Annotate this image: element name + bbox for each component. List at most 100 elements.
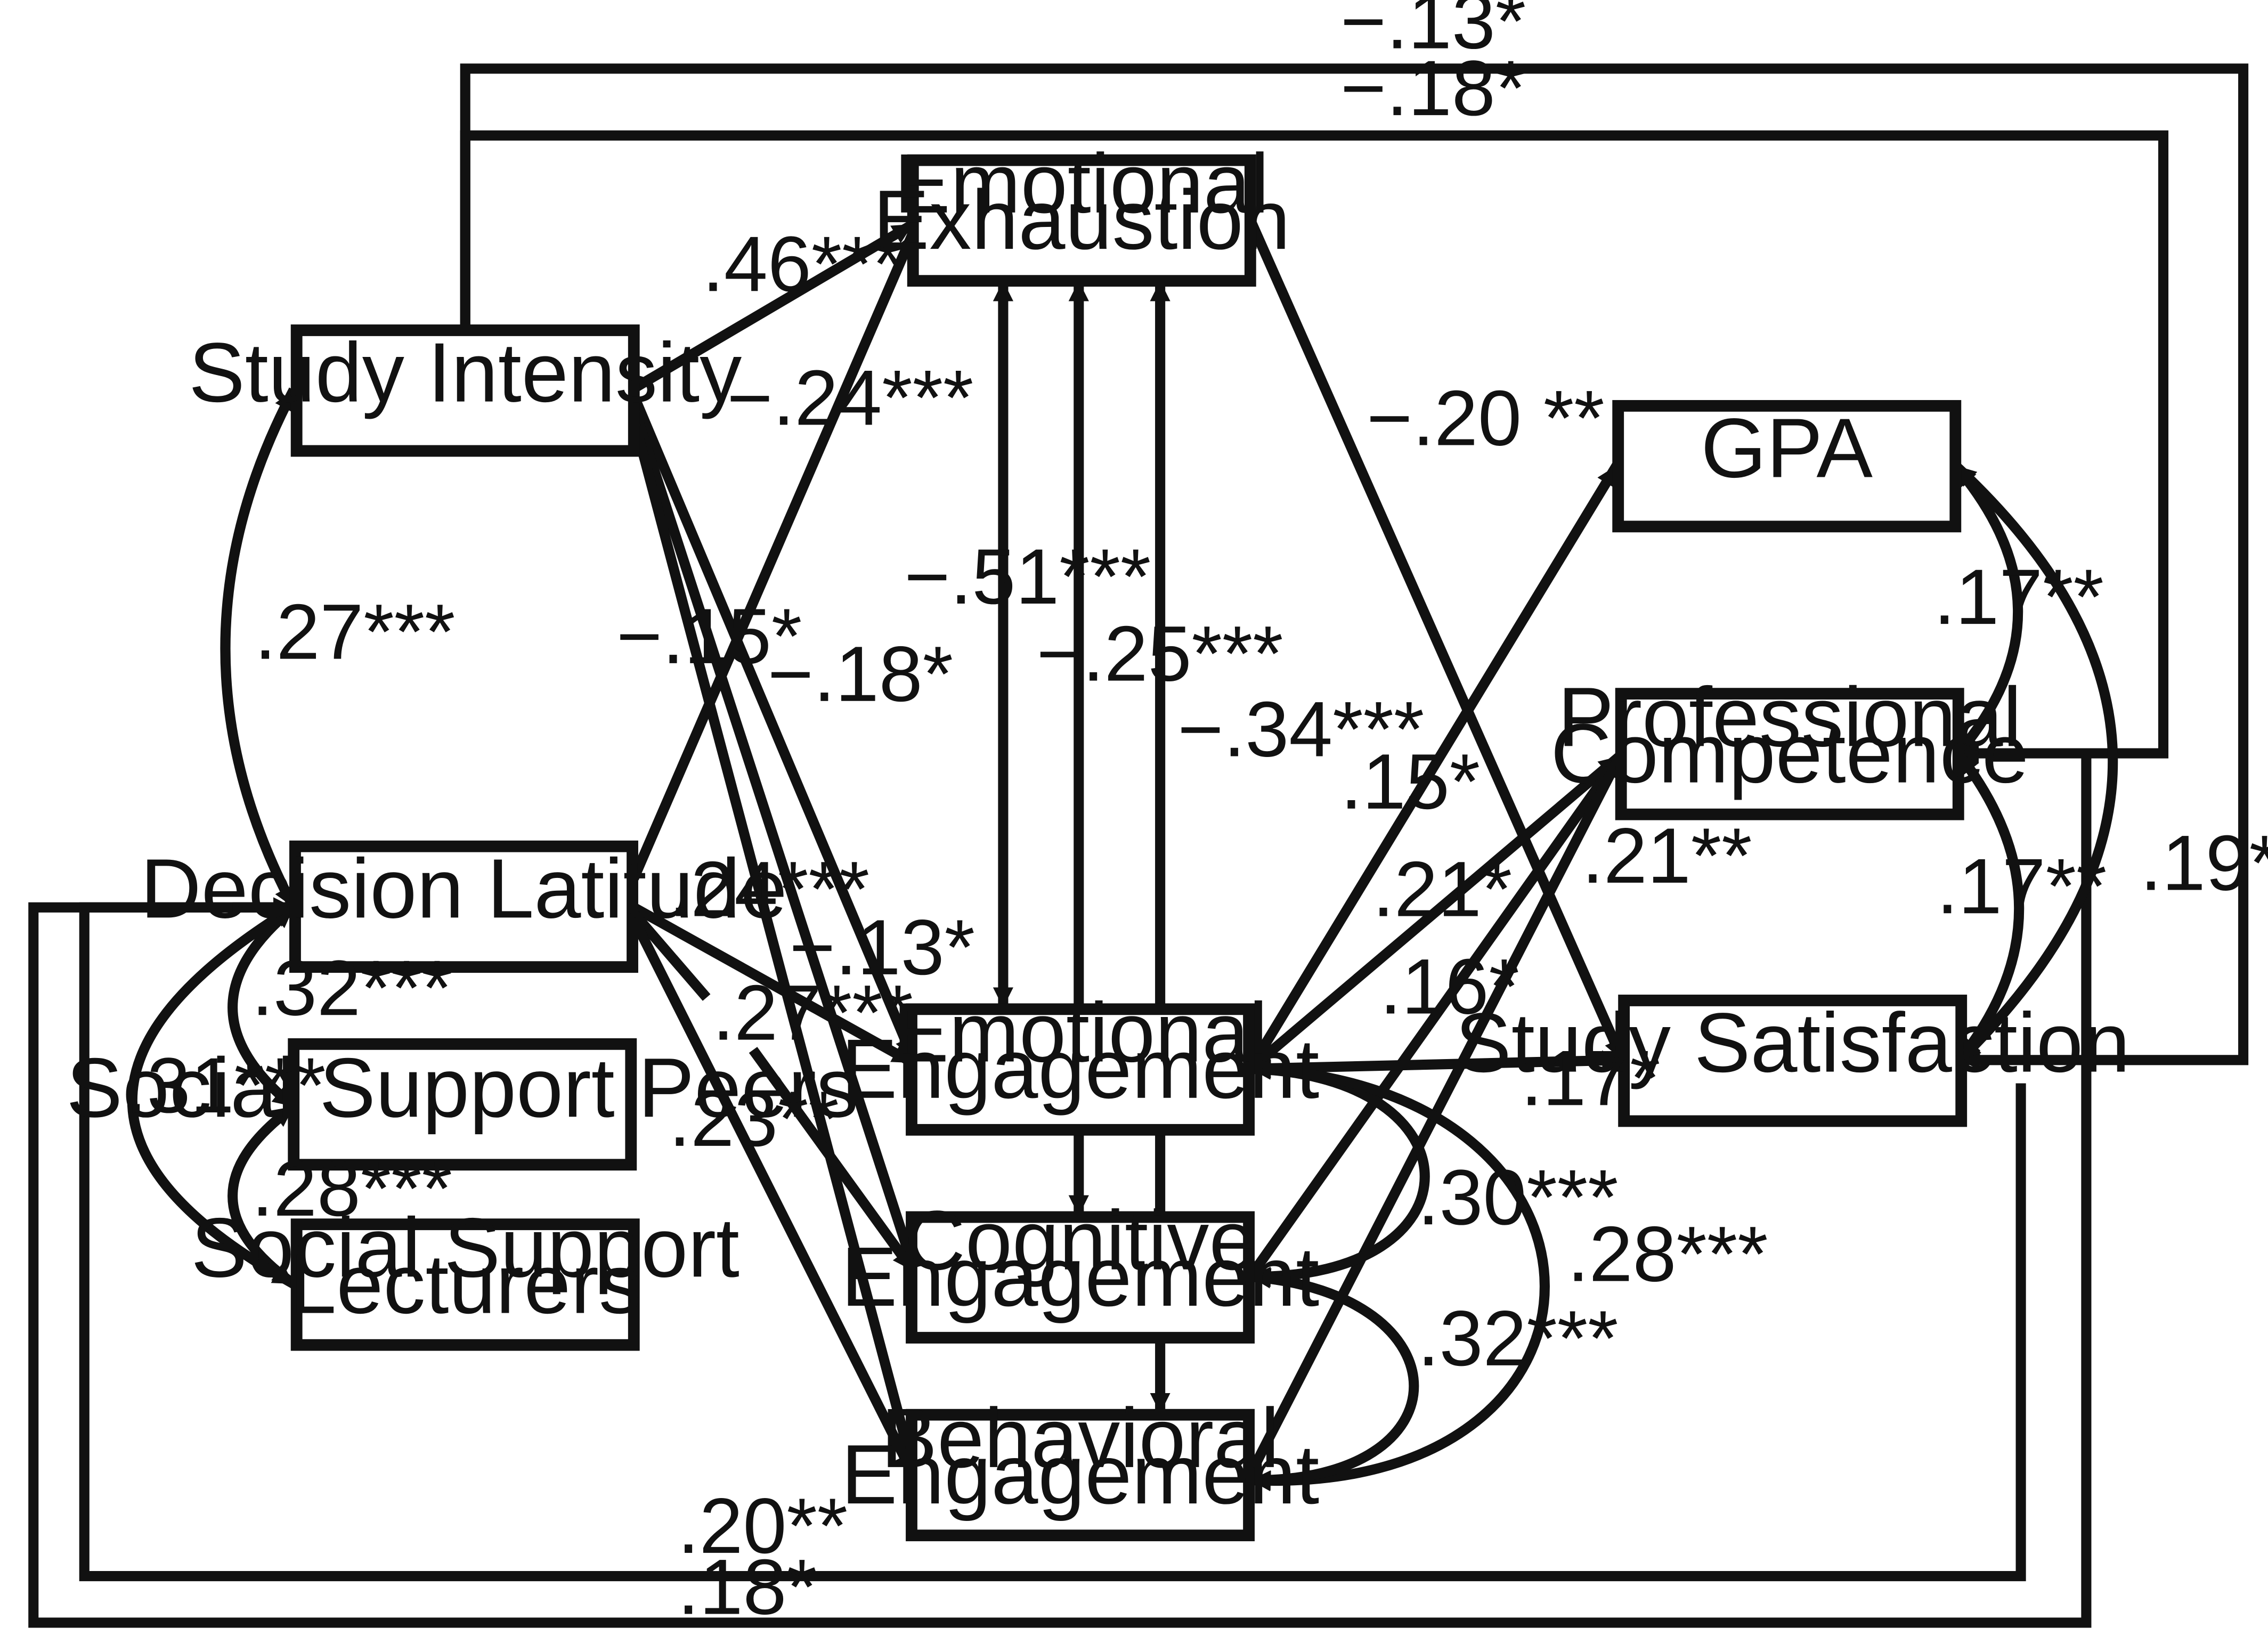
node-label: Study Intensity — [189, 325, 742, 420]
edge-ee-sat — [1246, 217, 1628, 1062]
node-social-support-peers: Social Support Peers — [66, 1038, 858, 1171]
edge-ssp-ssl-cov — [227, 1102, 297, 1288]
coef-emo-sat: .17* — [1521, 1035, 1660, 1122]
edge-gpa-sat-cov — [1952, 461, 2118, 1064]
coef-emo-cog-cov: .30*** — [1418, 1154, 1619, 1241]
node-decision-latitude: Decision Latitude — [140, 840, 787, 973]
svg-text:Engagement: Engagement — [841, 1230, 1320, 1324]
svg-text:Study Intensity: Study Intensity — [189, 325, 742, 420]
coef-si-sat: −.13* — [1340, 0, 1526, 66]
svg-text:Study Satisfaction: Study Satisfaction — [1455, 996, 2130, 1090]
edge-si-ee — [631, 219, 916, 393]
node-emotional-engagement: Emotional Engagement — [841, 986, 1320, 1136]
node-label: Study Satisfaction — [1455, 996, 2130, 1090]
node-label: Engagement — [841, 1427, 1320, 1521]
edge-dl-cog — [630, 909, 913, 1271]
coef-emo-pc: .21* — [1372, 846, 1512, 933]
edge-pc-sat-cov — [1954, 750, 2025, 1063]
node-behavioral-engagement: Behavioral Engagement — [841, 1391, 1320, 1542]
coef-emo-beh-cov: .28*** — [1567, 1211, 1768, 1298]
edge-gpa-pc-cov — [1952, 462, 2023, 757]
node-label: Exhaustion — [873, 173, 1290, 267]
edge-dl-beh — [629, 916, 918, 1477]
coef-emo-gpa: .15* — [1340, 738, 1480, 826]
svg-text:Behavioral: Behavioral — [881, 1391, 1280, 1485]
node-label: Emotional — [893, 986, 1268, 1080]
svg-text:Engagement: Engagement — [841, 1022, 1320, 1116]
edge-dl-ssp-cov — [227, 903, 297, 1111]
svg-text:Engagement: Engagement — [841, 1427, 1320, 1521]
node-label: Social Support Peers — [66, 1040, 858, 1135]
coef-dl-pc: .18* — [678, 1544, 817, 1631]
edge-si-dl-cov — [220, 387, 298, 910]
edge-cog-pc — [1246, 753, 1624, 1280]
nodes: Study Intensity Decision Latitude Social… — [66, 136, 2130, 1542]
node-label: GPA — [1701, 401, 1873, 495]
svg-text:GPA: GPA — [1701, 401, 1873, 495]
edge-si-pc — [460, 130, 2169, 764]
coef-dl-cog: .27*** — [712, 970, 913, 1057]
edge-emo-sat — [1250, 1050, 1623, 1079]
svg-text:Cognitive: Cognitive — [905, 1193, 1256, 1288]
coef-gpa-pc-cov: .17** — [1933, 554, 2104, 641]
node-study-intensity: Study Intensity — [189, 324, 742, 457]
coef-cog-pc: .16* — [1380, 943, 1519, 1031]
coef-beh-ee: −.34*** — [1177, 686, 1424, 774]
node-study-satisfaction: Study Satisfaction — [1455, 995, 2130, 1127]
edge-cog-beh-cov — [1250, 1268, 1419, 1491]
coef-ee-sat: −.20 ** — [1367, 375, 1605, 462]
edge-si-cog — [629, 405, 918, 1268]
node-label: Emotional — [894, 136, 1269, 231]
node-professional-competence: Professional Competence — [1551, 670, 2029, 820]
edge-dl-emo — [631, 902, 916, 1068]
coefficient-labels: −.13* −.18* .46*** −.24*** −.15* −.18* −… — [125, 0, 2268, 1631]
svg-text:Competence: Competence — [1551, 706, 2029, 801]
node-label: Social Support — [191, 1200, 739, 1295]
edge-dl-ee — [629, 231, 918, 881]
svg-text:Exhaustion: Exhaustion — [873, 173, 1290, 267]
coef-si-beh: −.13* — [790, 904, 975, 991]
edge-dl-ssl-cov — [127, 903, 297, 1289]
node-label: Behavioral — [881, 1391, 1280, 1485]
coef-si-cog: −.15* — [616, 593, 802, 680]
edge-si-emo — [629, 394, 918, 1061]
svg-text:Lecturers: Lecturers — [289, 1237, 641, 1331]
svg-text:Social Support: Social Support — [191, 1200, 739, 1295]
node-emotional-exhaustion: Emotional Exhaustion — [873, 136, 1290, 287]
svg-text:Emotional: Emotional — [893, 986, 1268, 1080]
coef-ssp-ssl-cov: .28*** — [251, 1145, 452, 1233]
node-label: Engagement — [841, 1230, 1320, 1324]
node-label: Engagement — [841, 1022, 1320, 1116]
svg-text:Social Support Peers: Social Support Peers — [66, 1040, 858, 1135]
coef-dl-sat: .20** — [678, 1483, 848, 1570]
coef-dl-ssp-cov: .32*** — [251, 945, 452, 1032]
node-label: Professional — [1558, 670, 2022, 764]
node-label: Competence — [1551, 706, 2029, 801]
coef-si-emo: −.18* — [768, 631, 953, 718]
coef-dl-emo: .24*** — [669, 846, 869, 933]
coef-cog-ee: −.25*** — [1037, 611, 1283, 698]
coef-pc-sat-cov: .17** — [1937, 843, 2107, 930]
node-social-support-lecturers: Social Support Lecturers — [191, 1200, 739, 1351]
coef-beh-pc: .21** — [1582, 812, 1752, 900]
edge-emo-gpa — [1246, 462, 1621, 1072]
edge-dl-pc — [28, 756, 2092, 1628]
edge-emo-pc — [1247, 752, 1623, 1073]
svg-text:Decision Latitude: Decision Latitude — [140, 841, 787, 935]
svg-text:Emotional: Emotional — [894, 136, 1269, 231]
edges — [28, 63, 2249, 1628]
coef-dl-beh: .23** — [669, 1076, 839, 1163]
coef-si-pc: −.18* — [1340, 45, 1526, 132]
svg-text:Professional: Professional — [1558, 670, 2022, 764]
coef-gpa-sat-cov: .19** — [2140, 820, 2268, 907]
edge-si-beh — [629, 417, 918, 1470]
node-cognitive-engagement: Cognitive Engagement — [841, 1193, 1320, 1344]
node-gpa: GPA — [1612, 400, 1962, 533]
coef-cog-beh-cov: .32*** — [1418, 1295, 1619, 1382]
coef-dl-ssl-cov: .31*** — [125, 1042, 326, 1129]
node-label: Decision Latitude — [140, 841, 787, 935]
coef-si-dl-cov: .27*** — [255, 589, 456, 676]
node-label: Lecturers — [289, 1237, 641, 1331]
coef-dl-ee: −.24*** — [727, 354, 973, 442]
